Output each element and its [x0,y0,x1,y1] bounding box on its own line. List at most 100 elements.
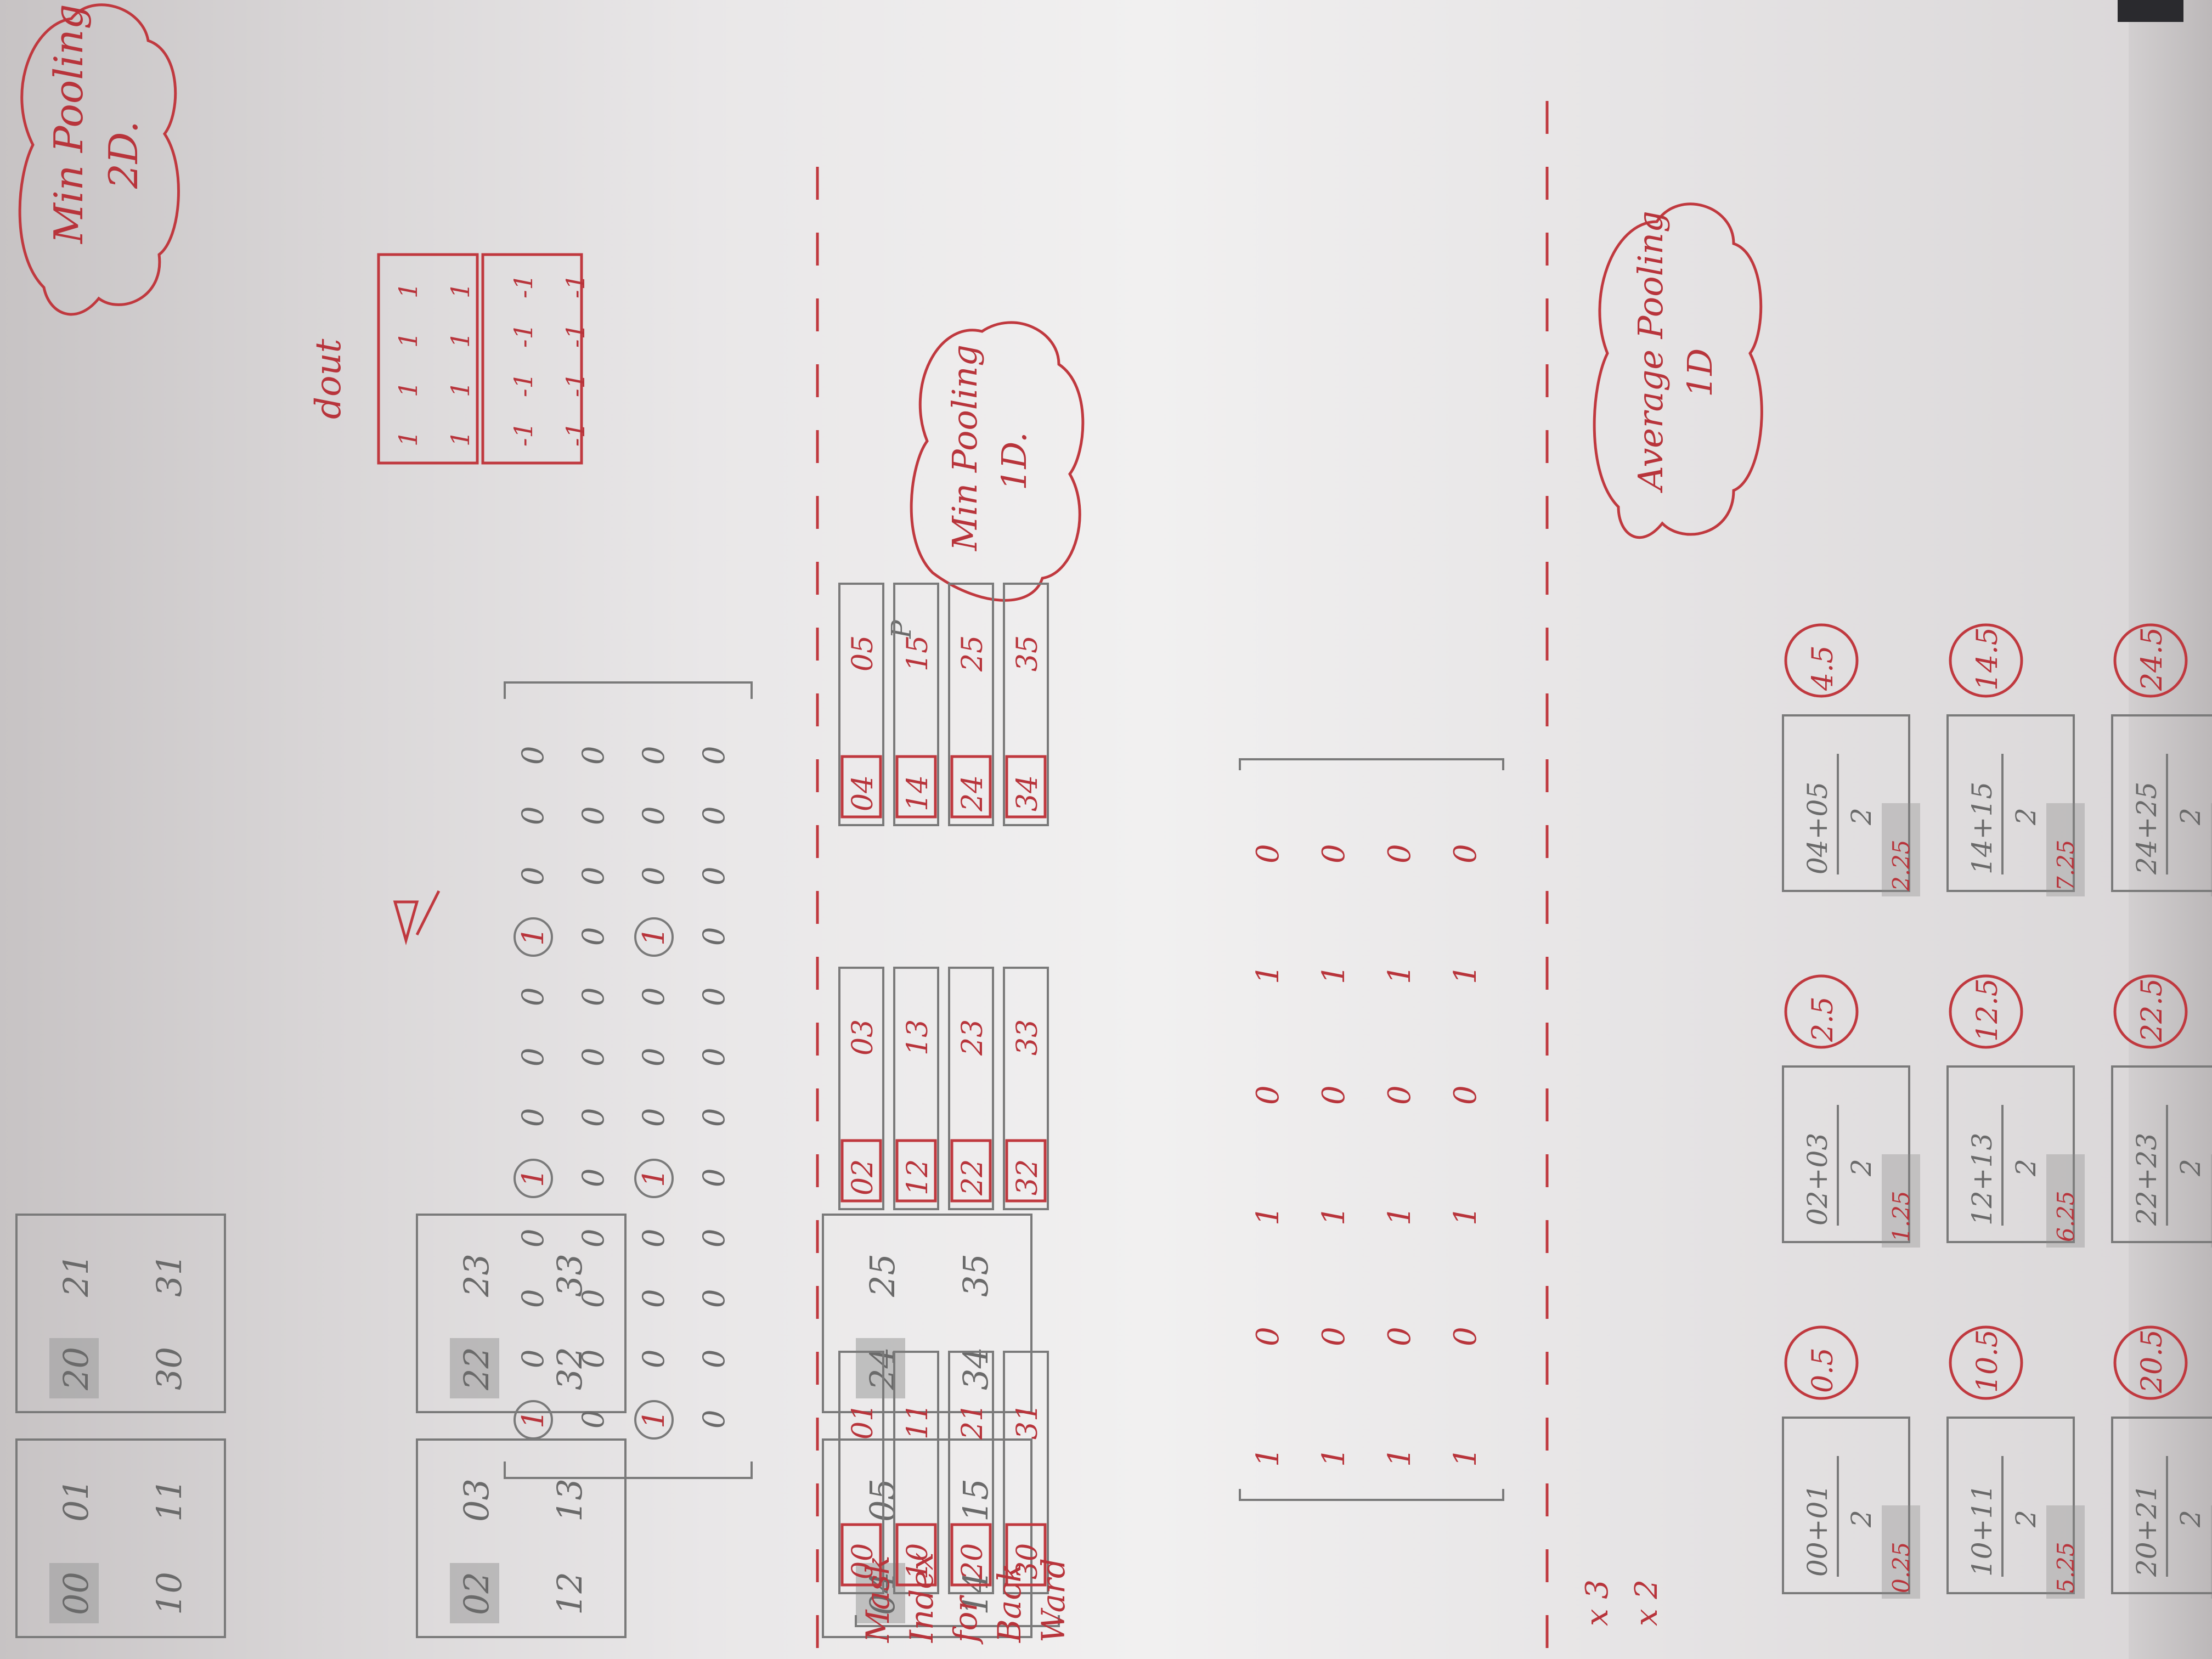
mask-value: 0 [636,988,671,1006]
pair-box [1003,583,1049,826]
mask-value: 0 [636,1048,671,1066]
mask-bracket-2d [504,681,753,1479]
pair-box [1003,1351,1049,1594]
mask-value: 0 [636,1289,671,1308]
section-min-pooling-2d: Min Pooling 2D. dout 11111111-1-1-1-1-1-… [15,3,1032,1638]
mask1d-value: 0 [1448,844,1483,864]
row-cell: 32 [1011,1159,1044,1195]
result-circle [2113,974,2188,1049]
block-cell: 25 [862,1254,902,1297]
mask-value: 0 [576,988,611,1006]
min-marker [950,755,992,819]
mask1d-value: 1 [1448,1206,1483,1226]
pair-box [948,583,994,826]
min-marker [895,755,937,819]
block-cell: 02 [456,1572,496,1615]
row-cell: 23 [956,1019,989,1056]
fragment-x3: x 3 [1579,1579,1615,1626]
mask-bracket-1d [1239,758,1504,1501]
min-highlight [450,1338,499,1398]
avg-result: 22.5 [2136,978,2169,1042]
mask-label-line2: Index [903,1553,940,1643]
result-circle [1784,974,1859,1049]
pair-box [838,967,884,1210]
mask-value: 0 [697,746,731,765]
circled-one [634,917,674,957]
avg-result: 20.5 [2136,1329,2169,1393]
mask-value: 0 [516,1350,550,1368]
dout-box-bottom [481,253,583,465]
mask-value: 0 [697,1350,731,1368]
avg-expr-num: 20+21 [2131,1484,2163,1577]
mask-value: 0 [516,746,550,765]
avg-expr-num: 14+15 [1966,782,1998,874]
pair-box [948,1351,994,1594]
row-cell: 24 [956,775,989,812]
circled-one [634,1400,674,1440]
block-cell: 33 [550,1254,590,1297]
title-min1d-line2: 1D. [994,432,1034,490]
result-circle [1949,623,2023,698]
title-avg1d-line1: Average Pooling [1630,211,1671,493]
dout-value: -1 [509,323,538,348]
result-circle [2113,1325,2188,1400]
mask-matrix-2d: 1000100010000000000000001000100010000000… [514,746,731,1440]
block-cell: 12 [550,1572,590,1615]
avg-expr-den: 2 [2175,808,2207,826]
min-highlight [49,1563,99,1623]
mask-value: 0 [516,1229,550,1248]
dout-value: 1 [445,431,475,447]
mask-label-line1: Mask [859,1555,896,1643]
avg-result: 14.5 [1971,627,2004,691]
row-cell: 25 [956,635,989,672]
min1d-bracket [855,1615,1060,1627]
mask-value: 0 [697,927,731,946]
row-cell: 13 [901,1019,934,1056]
dout-label: dout [308,338,349,419]
mask-value: 1 [636,1410,671,1429]
mask-value: 0 [576,806,611,825]
avg-side-value: 2.25 [1888,839,1915,891]
avg-side-value: 7.25 [2052,839,2079,891]
mask-value: 0 [576,1410,611,1429]
avg-expr-den: 2 [2175,1159,2207,1177]
mask1d-value: 0 [1382,1085,1418,1105]
block-cell: 03 [456,1479,496,1522]
avg-box [1782,1065,1910,1243]
pencil-block [416,1438,627,1638]
row-cell: 15 [901,635,934,672]
dout-value: -1 [561,323,590,348]
title-cloud-avg [1593,202,1763,539]
dout-value: -1 [509,422,538,447]
avg-expr-den: 2 [2175,1510,2207,1528]
row-cell: 14 [901,775,934,811]
mask-value: 0 [576,1048,611,1066]
mask-value: 0 [697,1169,731,1187]
min-marker [840,1139,882,1203]
row-cell: 12 [901,1159,934,1195]
avg-box [2111,714,2212,892]
mask-value: 1 [636,1169,671,1187]
pencil-block [416,1214,627,1413]
avg-box [1782,1417,1910,1594]
mask1d-value: 1 [1250,1447,1286,1467]
pencil-block [822,1438,1032,1638]
avg-side-value: 5.25 [2052,1542,2079,1593]
avg-side-value: 0.25 [1888,1542,1915,1593]
row-cell: 01 [847,1403,879,1440]
block-cell: 10 [149,1572,189,1615]
pencil-block [15,1214,226,1413]
result-circle [1784,623,1859,698]
pair-box [893,583,939,826]
row-cell: 10 [901,1543,934,1579]
pair-box [838,1351,884,1594]
pencil-block [15,1438,226,1638]
circled-one [634,1159,674,1198]
mask-value: 0 [576,927,611,946]
mask1d-value: 1 [1250,1206,1286,1226]
mask1d-value: 0 [1448,1327,1483,1346]
avg-expr-num: 10+11 [1966,1484,1998,1577]
mask-value: 0 [636,1350,671,1368]
avg-side-value: 1.25 [1888,1190,1915,1242]
